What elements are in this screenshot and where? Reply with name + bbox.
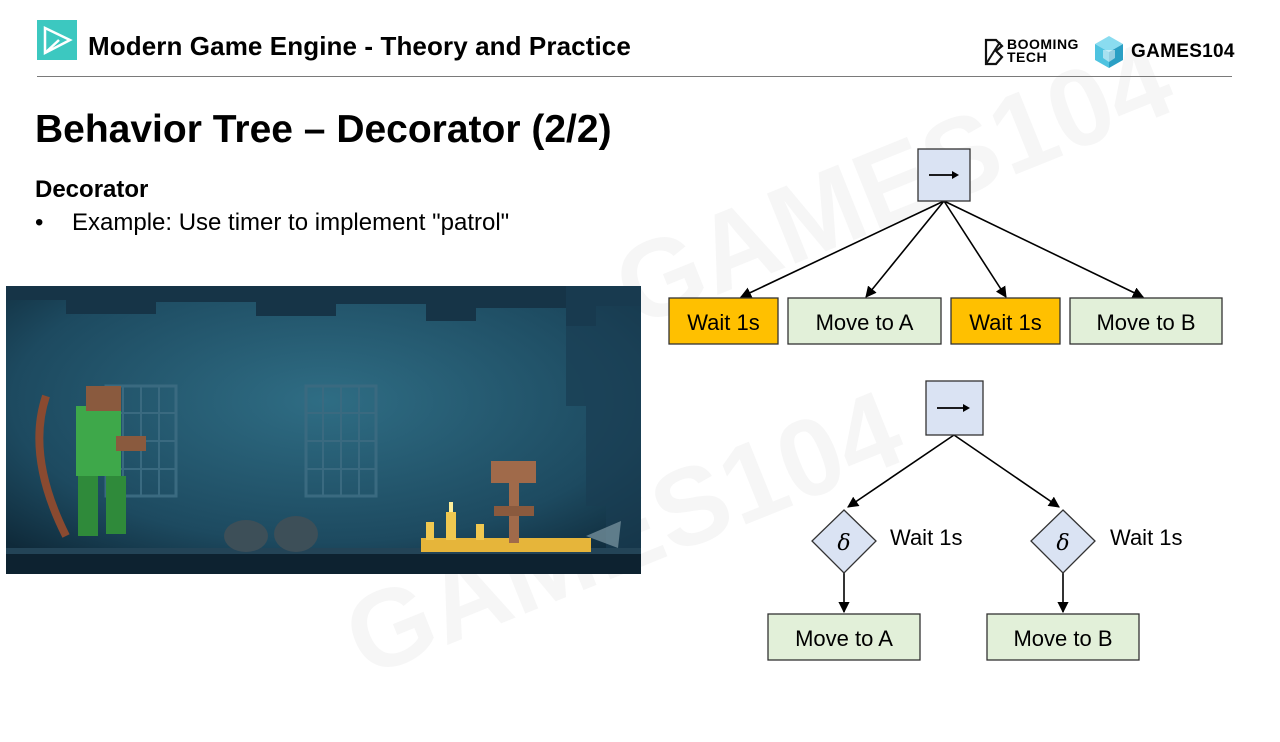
bullet-item: • Example: Use timer to implement "patrol…: [35, 209, 509, 237]
decorator-node-left: δ: [811, 509, 877, 574]
bottom-child-move-a-label: Move to A: [795, 626, 893, 651]
header-divider: [37, 76, 1232, 77]
top-child-move-a: Move to A: [787, 297, 942, 345]
slide-title: Behavior Tree – Decorator (2/2): [35, 108, 612, 151]
header-bar: Modern Game Engine - Theory and Practice…: [0, 0, 1280, 78]
top-child-move-b: Move to B: [1069, 297, 1223, 345]
bullet-marker: •: [35, 209, 44, 236]
booming-brand-line2: TECH: [1007, 49, 1048, 65]
decorator-left-label: Wait 1s: [890, 525, 963, 550]
booming-brand-line1: BOOMING: [1007, 36, 1079, 52]
bullet-text: Example: Use timer to implement "patrol": [72, 209, 510, 236]
bottom-decorator-tree: δ Wait 1s δ Wait 1s Move to A Move to B: [767, 380, 1183, 661]
game-screenshot-image: [6, 286, 641, 574]
bottom-sequence-node: [925, 380, 984, 436]
bottom-child-move-a: Move to A: [767, 613, 921, 661]
top-sequence-tree: Wait 1s Move to A Wait 1s Move to B: [668, 148, 1223, 345]
top-child-wait-1: Wait 1s: [668, 297, 779, 345]
bottom-child-move-b: Move to B: [986, 613, 1140, 661]
decorator-right-symbol: δ: [1056, 531, 1069, 556]
play-triangle-logo-icon: [37, 20, 77, 60]
top-child-move-b-label: Move to B: [1096, 310, 1195, 335]
top-child-wait-2-label: Wait 1s: [969, 310, 1042, 335]
booming-b-icon: [984, 38, 1004, 66]
course-title: Modern Game Engine - Theory and Practice: [88, 31, 631, 61]
top-child-wait-1-label: Wait 1s: [687, 310, 760, 335]
games104-brand-text: GAMES104: [1131, 41, 1235, 62]
decorator-left-symbol: δ: [837, 531, 850, 556]
booming-tech-logo: BOOMING TECH: [983, 36, 1083, 68]
section-subtitle: Decorator: [35, 176, 149, 203]
games104-logo: GAMES104: [1093, 34, 1238, 70]
cube-icon: [1095, 36, 1123, 68]
top-child-move-a-label: Move to A: [816, 310, 914, 335]
bottom-child-move-b-label: Move to B: [1013, 626, 1112, 651]
top-child-wait-2: Wait 1s: [950, 297, 1061, 345]
dungeon-scene: [6, 286, 641, 574]
decorator-right-label: Wait 1s: [1110, 525, 1183, 550]
top-sequence-node: [917, 148, 971, 202]
decorator-node-right: δ: [1030, 509, 1096, 574]
